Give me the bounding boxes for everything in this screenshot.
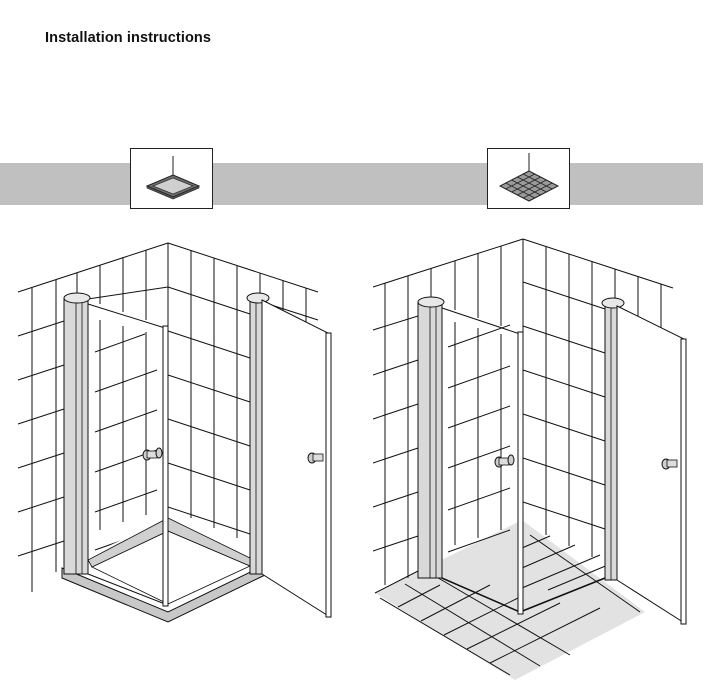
tiled-floor-option	[487, 148, 570, 209]
door-handle-icon	[307, 452, 324, 464]
option-band	[0, 163, 703, 205]
door-handle-icon	[494, 454, 515, 468]
shower-tray-icon	[145, 156, 201, 200]
door-handle-icon	[142, 447, 163, 461]
door-handle-icon	[661, 458, 678, 470]
tiled-floor-icon	[498, 153, 560, 202]
shower-tray-option	[130, 148, 213, 209]
page-title: Installation instructions	[45, 30, 212, 46]
